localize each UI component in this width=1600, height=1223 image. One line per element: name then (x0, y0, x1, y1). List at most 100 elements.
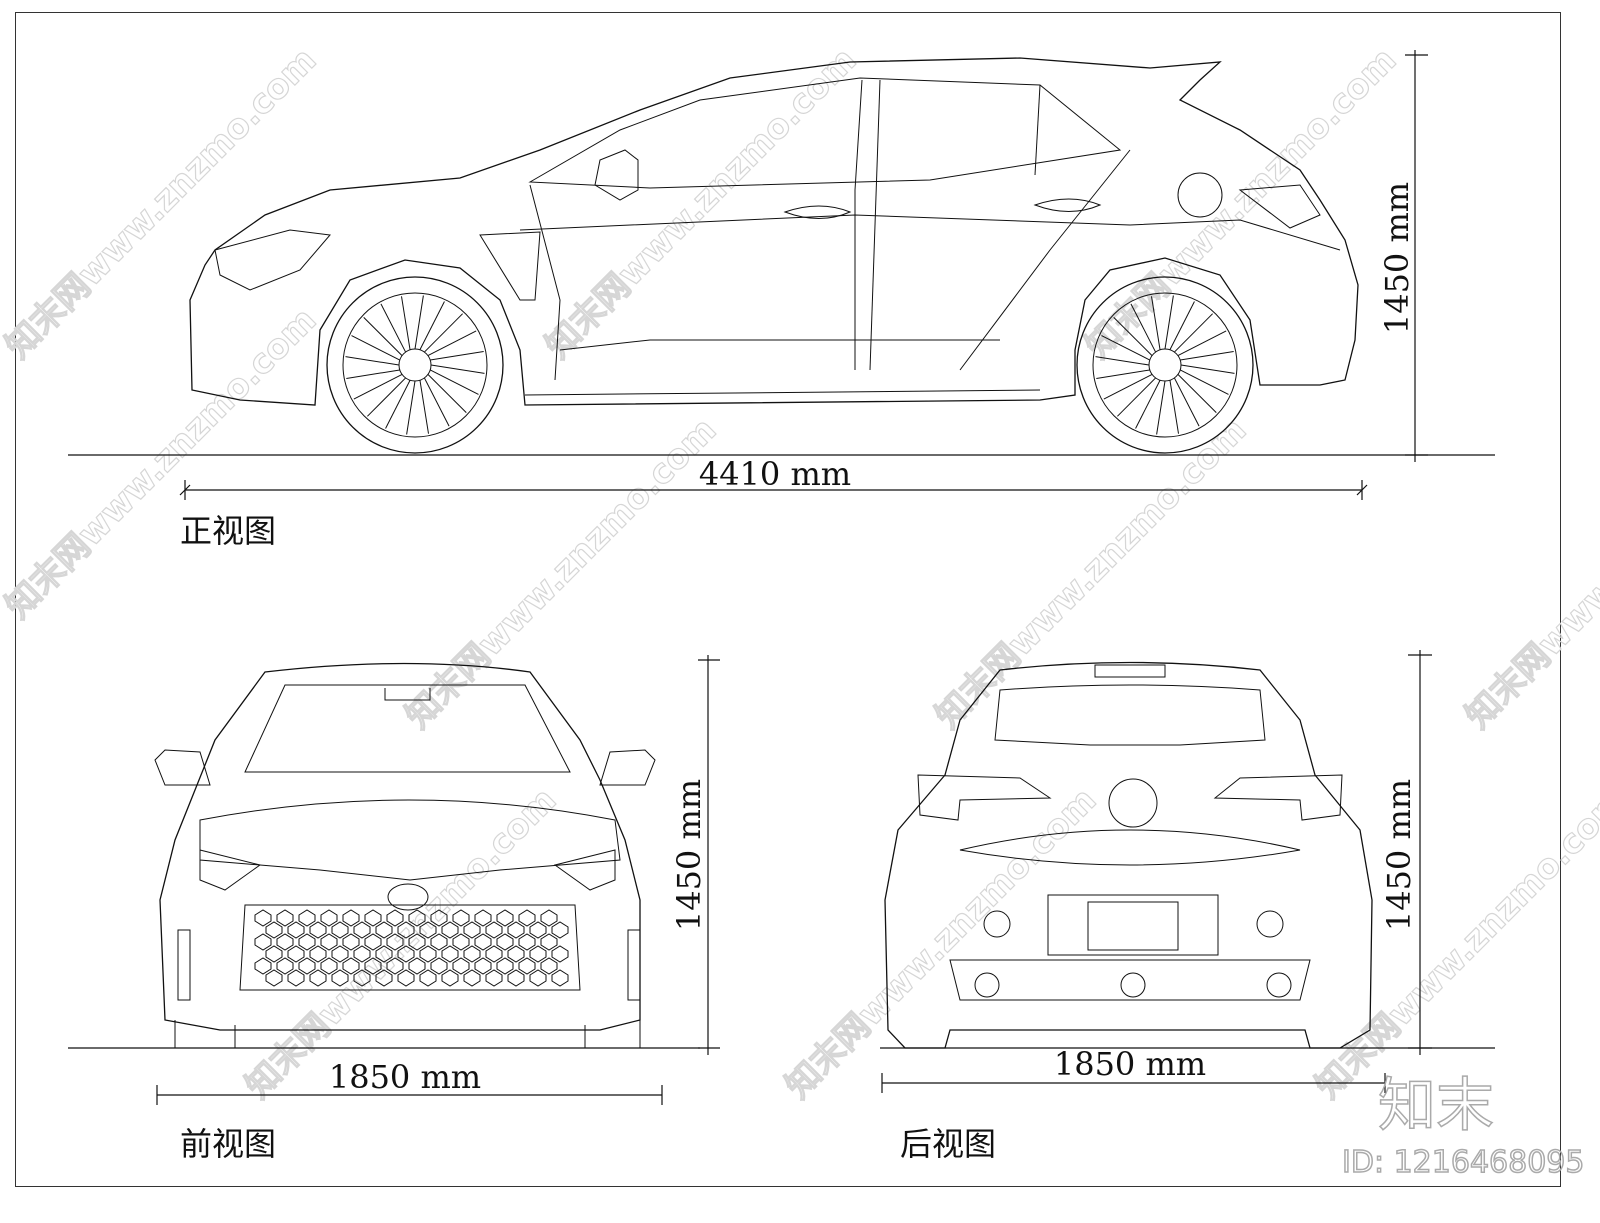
image-id: ID: 1216468095 (1342, 1145, 1584, 1180)
grille-cell (386, 933, 404, 951)
watermark-text: 知末网www.znzmo.com (0, 40, 324, 366)
wheel-spoke (1173, 377, 1200, 427)
wheel-spoke (1130, 303, 1157, 353)
grille-cell (441, 945, 459, 963)
wheel-spoke (345, 356, 400, 366)
toyota-emblem (1108, 778, 1158, 828)
wheel-spoke (419, 380, 429, 434)
grille-cell (474, 909, 492, 927)
rear-view-car (880, 661, 1495, 1049)
grille-cell (287, 969, 305, 987)
grille-cell (375, 969, 393, 987)
front-grille (239, 904, 581, 991)
wheel-spoke (1096, 369, 1150, 379)
wheel-spoke (363, 317, 403, 356)
grille-cell (375, 921, 393, 939)
right-mirror (599, 749, 656, 786)
wheel-spoke (367, 377, 406, 417)
grille-cell (463, 921, 481, 939)
grille-cell (276, 933, 294, 951)
grille-cell (485, 945, 503, 963)
rear-window (994, 684, 1266, 746)
grille-cell (397, 921, 415, 939)
grille-cell (309, 945, 327, 963)
grille-cell (474, 933, 492, 951)
wheel-spoke (1135, 379, 1161, 429)
watermark-layer: 知末网www.znzmo.com 知末网www.znzmo.com 知末网www… (0, 40, 1600, 1107)
grille-cell (331, 969, 349, 987)
left-tail-light (917, 774, 1052, 821)
door-line (869, 79, 881, 371)
grille-cell (298, 909, 316, 927)
grille-cell (353, 969, 371, 987)
front-door-line (529, 184, 561, 381)
grille-cell (419, 945, 437, 963)
sill-line (559, 339, 1000, 351)
right-reflector (1256, 910, 1284, 938)
grille-cell (507, 969, 525, 987)
wheel-spoke (427, 330, 477, 357)
front-height-dimension: 1450 mm (670, 655, 720, 1055)
grille-cell (518, 909, 536, 927)
grille-cell (287, 921, 305, 939)
front-door-handle (783, 205, 852, 219)
shoulder-line (519, 214, 1341, 251)
wheel-spoke (1179, 369, 1229, 395)
grille-cell (430, 933, 448, 951)
front-view-label: 前视图 (180, 1125, 276, 1163)
rear-body-outline (884, 661, 1373, 1049)
grille-cell (507, 945, 525, 963)
left-side-vent (177, 929, 191, 1001)
left-mirror (154, 749, 211, 786)
side-view-label: 正视图 (180, 512, 276, 550)
front-width-text: 1850 mm (329, 1058, 481, 1096)
wheel-spoke (1164, 295, 1174, 350)
front-width-dimension: 1850 mm (156, 1058, 663, 1105)
right-exhaust (1266, 972, 1292, 998)
watermark-text: 知末网www.znzmo.com (928, 410, 1254, 736)
front-vent (479, 231, 541, 301)
grille-cell (309, 969, 327, 987)
wheel-spoke (1113, 317, 1153, 356)
wheel-spoke (1103, 373, 1153, 400)
grille-cell (298, 957, 316, 975)
wheel-spoke (1177, 374, 1217, 413)
grille-cell (518, 957, 536, 975)
wheel-spoke (401, 296, 411, 350)
grille-cell (276, 909, 294, 927)
watermark-text: 知末网www.znzmo.com (0, 300, 324, 626)
side-mirror (594, 149, 639, 201)
grille-cell (364, 909, 382, 927)
side-length-dimension: 4410 mm (179, 455, 1368, 500)
grille-cell (254, 933, 272, 951)
plate-recess (1047, 894, 1219, 956)
grille-cell (408, 957, 426, 975)
left-front-tire (174, 1020, 236, 1049)
grille-cell (496, 957, 514, 975)
rear-width-dimension: 1850 mm (881, 1045, 1386, 1093)
rearview-mirror-mount (384, 688, 431, 701)
wheel-spoke (406, 380, 416, 435)
front-height-text: 1450 mm (670, 779, 708, 931)
grille-cell (254, 957, 272, 975)
wheel-spoke (427, 374, 467, 413)
front-view-car (68, 662, 700, 1049)
grille-cell (331, 945, 349, 963)
grille-cell (386, 957, 404, 975)
znzmo-logo: 知末 (1378, 1071, 1494, 1139)
c-pillar (1034, 84, 1041, 176)
grille-cell (408, 909, 426, 927)
wheel-spoke (429, 369, 479, 395)
wheel-spoke (1180, 364, 1235, 374)
grille-cell (364, 957, 382, 975)
side-body-outline (189, 57, 1359, 406)
door-line-b-pillar (854, 79, 863, 370)
right-headlight (553, 849, 616, 891)
grille-cell (430, 957, 448, 975)
front-wheel (326, 276, 504, 454)
grille-cell (375, 945, 393, 963)
wheel-spoke (1151, 296, 1161, 350)
grille-mesh (254, 909, 569, 987)
license-plate (1087, 901, 1179, 951)
grille-cell (518, 933, 536, 951)
